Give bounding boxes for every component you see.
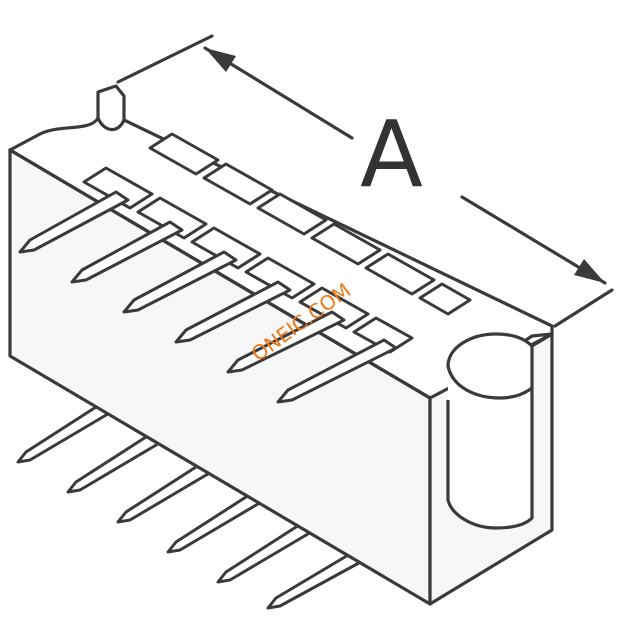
dimension-label: A bbox=[360, 101, 423, 208]
rear-slot bbox=[310, 222, 382, 266]
end-boss bbox=[446, 332, 534, 530]
extension-line-left bbox=[116, 34, 214, 84]
front-pin-row bbox=[18, 166, 414, 404]
rear-slot-row bbox=[148, 132, 472, 316]
arrowhead-left bbox=[205, 48, 236, 72]
rear-slot bbox=[364, 252, 436, 296]
rear-slot bbox=[418, 282, 472, 316]
rear-slot bbox=[202, 162, 274, 206]
extension-line-right bbox=[553, 288, 614, 328]
dimension-a: A bbox=[116, 34, 614, 328]
top-pin bbox=[18, 190, 130, 254]
rear-slot bbox=[256, 192, 328, 236]
top-pin bbox=[276, 338, 398, 404]
left-notch bbox=[96, 116, 126, 132]
top-pin bbox=[174, 280, 292, 344]
rear-slot bbox=[148, 132, 220, 176]
top-pin bbox=[70, 220, 184, 284]
end-boss-edge bbox=[446, 364, 534, 400]
top-pin bbox=[122, 250, 238, 314]
top-pin bbox=[226, 310, 346, 374]
arrowhead-right bbox=[574, 259, 605, 283]
end-face-edge bbox=[530, 332, 554, 348]
